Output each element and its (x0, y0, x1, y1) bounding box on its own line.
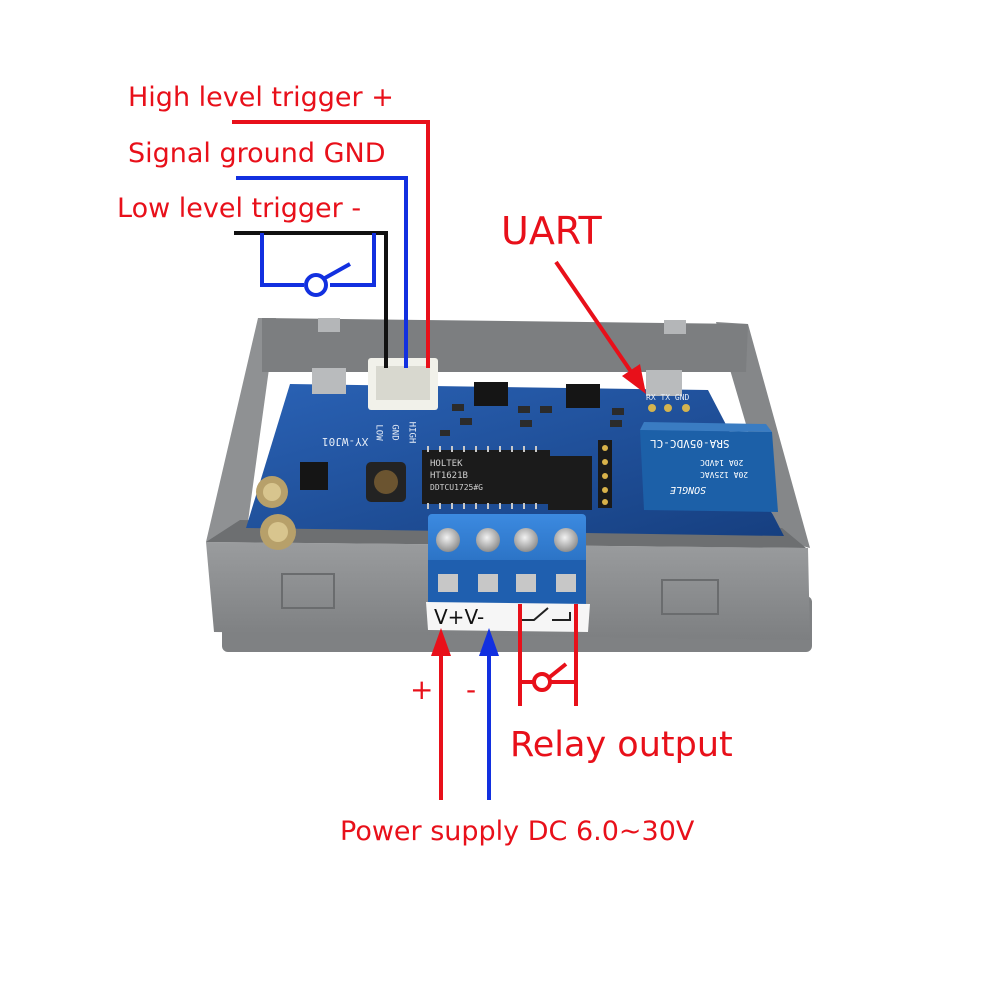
wire-hole-1 (438, 574, 458, 592)
terminal-screws (436, 528, 578, 592)
uart-pads (648, 404, 690, 412)
capacitor-1-top (263, 483, 281, 501)
relay-switch-contact (532, 672, 552, 692)
chip-text-1: HOLTEK (430, 459, 463, 469)
relay-body (640, 430, 778, 512)
terminal-label-plate (426, 602, 590, 632)
power-minus-arrowhead (479, 628, 499, 656)
relay-top (640, 422, 772, 432)
low-switch-loop (260, 233, 304, 287)
low-switch-contact (304, 273, 328, 297)
chip-text-2: HT1621B (430, 471, 468, 481)
jst-connector-slot (376, 366, 430, 400)
label-low-level-trigger-sign: - (351, 193, 362, 224)
screw-4 (554, 528, 578, 552)
label-power-minus: - (466, 673, 477, 706)
label-relay-output: Relay output (510, 725, 733, 765)
red-wire-high (232, 120, 430, 368)
board-model-text: XY-WJ01 (322, 435, 369, 448)
relay-brand: SONGLE (670, 484, 707, 495)
uart-pin-labels: RX TX GND (646, 393, 690, 402)
label-low-level-trigger-text: Low level trigger (117, 193, 343, 224)
case-clip-right (661, 579, 719, 615)
regulator-ic (300, 462, 328, 490)
screw-1 (436, 528, 460, 552)
relay-symbol-plate (520, 607, 571, 621)
chip-pins (427, 446, 537, 509)
optocoupler-2 (566, 384, 600, 408)
case-clip-left (281, 573, 335, 609)
power-arrows (431, 628, 499, 800)
black-wire-low (234, 231, 388, 368)
label-high-level-trigger-text: High level trigger (128, 82, 363, 113)
wire-hole-3 (516, 574, 536, 592)
label-low-level-trigger: Low level trigger - (117, 195, 361, 222)
microcontroller-chip (548, 456, 592, 510)
relay-rating-1: 20A 14VDC (700, 458, 744, 467)
screw-2 (476, 528, 500, 552)
label-high-level-trigger: High level trigger + (128, 84, 394, 111)
screw-3 (514, 528, 538, 552)
header-pin-dots (602, 445, 608, 505)
terminal-label-text: V+V- (434, 605, 485, 629)
relay-output-wires (518, 604, 578, 706)
trigger-wires (232, 120, 430, 368)
relay-model-text: SRA-05VDC-CL (650, 437, 730, 450)
wire-hole-4 (556, 574, 576, 592)
case-tab-left (318, 318, 340, 332)
label-power-plus: + (410, 673, 434, 706)
lcd-driver-chip (422, 450, 550, 504)
uart-arrow (554, 260, 646, 394)
case-left-wall (206, 318, 276, 542)
optocoupler-1 (474, 382, 508, 406)
chip-text-3: DDTCU1725#G (430, 483, 483, 492)
pin-label-low: LOW (373, 424, 384, 441)
wire-hole-2 (478, 574, 498, 592)
pcb (246, 358, 784, 550)
mount-post-right (646, 370, 682, 396)
terminal-block (428, 514, 586, 604)
label-high-level-trigger-sign: + (371, 82, 394, 113)
power-plus-arrowhead (431, 628, 451, 656)
blue-wire-gnd (236, 176, 408, 368)
label-uart: UART (501, 209, 602, 253)
case-tab-right (664, 320, 686, 334)
pin-label-high: HIGH (406, 421, 417, 444)
label-power-supply: Power supply DC 6.0~30V (340, 816, 695, 847)
inductor-core (374, 470, 398, 494)
relay-rating-2: 20A 125VAC (700, 470, 749, 479)
mount-post-left (312, 368, 346, 394)
capacitor-2-top (268, 522, 288, 542)
smd-components (440, 404, 624, 436)
label-signal-ground: Signal ground GND (128, 138, 386, 169)
pin-label-gnd: GND (389, 424, 400, 441)
low-switch-return (330, 233, 376, 287)
